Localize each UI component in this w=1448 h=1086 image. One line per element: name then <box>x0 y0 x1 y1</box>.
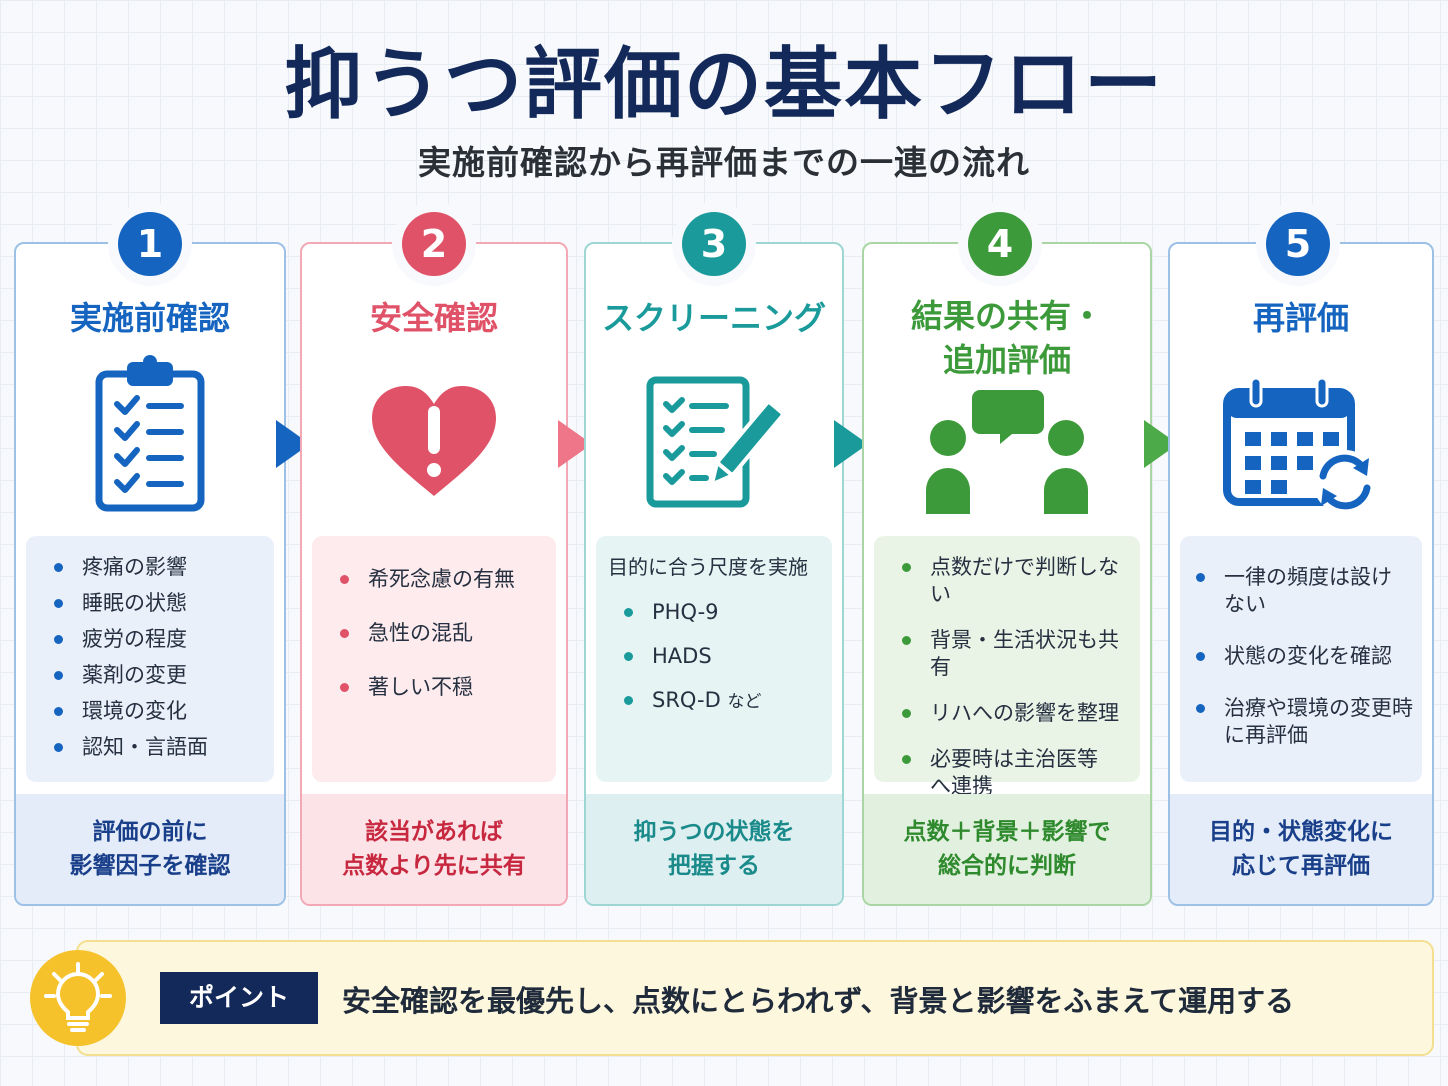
list-item: 背景・生活状況も共有 <box>900 627 1126 681</box>
step-title: 安全確認 <box>369 299 498 337</box>
step-number-4: 4 <box>958 212 1042 276</box>
list-item: HADS <box>622 643 818 670</box>
footer-line: 応じて再評価 <box>1232 853 1370 879</box>
step-card-1: 実施前確認 疼痛の影響 睡眠の状態 疲労の程度 薬剤の変更 環境の変化 認知・言… <box>14 242 286 906</box>
list-item: 薬剤の変更 <box>52 662 260 689</box>
step-footer: 該当があれば点数より先に共有 <box>302 794 566 904</box>
step-title: 再評価 <box>1252 299 1349 337</box>
step-card-2: 安全確認 希死念慮の有無 急性の混乱 著しい不穏 該当があれば点数より先に共有 <box>300 242 568 906</box>
heart-alert-icon <box>372 386 496 496</box>
footer-line: 該当があれば <box>364 819 503 845</box>
page-title: 抑うつ評価の基本フロー <box>283 40 1164 130</box>
step-card-5: 再評価 一律の頻度は設けない 状態の変化を確認 治療や環境の変更時に再評価 目的… <box>1168 242 1434 906</box>
footer-line: 把握する <box>668 853 760 879</box>
footer-line: 抑うつの状態を <box>633 819 795 845</box>
list-item: 急性の混乱 <box>338 620 542 647</box>
list-item: 必要時は主治医等へ連携 <box>900 746 1110 800</box>
step-title: 実施前確認 <box>69 299 230 337</box>
step-items: 希死念慮の有無 急性の混乱 著しい不穏 <box>312 536 556 782</box>
step-items: 一律の頻度は設けない 状態の変化を確認 治療や環境の変更時に再評価 <box>1180 536 1422 782</box>
footer-line: 影響因子を確認 <box>69 853 231 879</box>
step-number-1: 1 <box>108 212 192 276</box>
list-lead: 目的に合う尺度を実施 <box>608 555 808 579</box>
footer-line: 目的・状態変化に <box>1209 819 1393 845</box>
list-item: 一律の頻度は設けない <box>1194 564 1408 618</box>
step-number-5: 5 <box>1256 212 1340 276</box>
document-pencil-icon <box>646 376 784 508</box>
list-item: 希死念慮の有無 <box>338 566 542 593</box>
list-item: 疼痛の影響 <box>52 554 260 581</box>
step-footer: 点数＋背景＋影響で総合的に判断 <box>864 794 1150 904</box>
step-number-3: 3 <box>672 212 756 276</box>
footer-line: 総合的に判断 <box>938 853 1076 879</box>
step-footer: 目的・状態変化に応じて再評価 <box>1170 794 1432 904</box>
calendar-refresh-icon <box>1223 376 1377 514</box>
step-items: 疼痛の影響 睡眠の状態 疲労の程度 薬剤の変更 環境の変化 認知・言語面 <box>26 536 274 782</box>
list-item: PHQ-9 <box>622 599 818 626</box>
list-item: リハへの影響を整理 <box>900 700 1126 727</box>
step-card-3: スクリーニング 目的に合う尺度を実施 PHQ-9 HADS SRQ-D など 抑… <box>584 242 844 906</box>
list-item: 点数だけで判断しない <box>900 554 1126 608</box>
step-footer: 抑うつの状態を把握する <box>586 794 842 904</box>
footer-line: 点数＋背景＋影響で <box>903 819 1111 845</box>
footer-line: 点数より先に共有 <box>342 853 526 879</box>
list-item: SRQ-D など <box>622 687 818 716</box>
list-item: 認知・言語面 <box>52 734 260 761</box>
point-text: 安全確認を最優先し、点数にとらわれず、背景と影響をふまえて運用する <box>342 984 1295 1018</box>
point-label: ポイント <box>160 972 318 1024</box>
step-title: スクリーニング <box>601 299 826 337</box>
list-item: 状態の変化を確認 <box>1194 643 1408 670</box>
people-talk-icon <box>926 390 1088 514</box>
step-card-4: 結果の共有・追加評価 点数だけで判断しない 背景・生活状況も共有 リハへの影響を… <box>862 242 1152 906</box>
list-item: 睡眠の状態 <box>52 590 260 617</box>
page-subtitle: 実施前確認から再評価までの一連の流れ <box>418 143 1030 182</box>
step-title: 結果の共有・追加評価 <box>910 297 1103 379</box>
footer-line: 評価の前に <box>92 819 208 845</box>
list-item: 著しい不穏 <box>338 674 542 701</box>
step-items: 目的に合う尺度を実施 PHQ-9 HADS SRQ-D など <box>596 536 832 782</box>
step-footer: 評価の前に影響因子を確認 <box>16 794 284 904</box>
lightbulb-icon <box>30 950 126 1046</box>
list-item: 環境の変化 <box>52 698 260 725</box>
clipboard-checklist-icon <box>95 355 205 512</box>
step-items: 点数だけで判断しない 背景・生活状況も共有 リハへの影響を整理 必要時は主治医等… <box>874 536 1140 798</box>
step-number-2: 2 <box>392 212 476 276</box>
list-item: 治療や環境の変更時に再評価 <box>1194 695 1414 749</box>
list-item: 疲労の程度 <box>52 626 260 653</box>
